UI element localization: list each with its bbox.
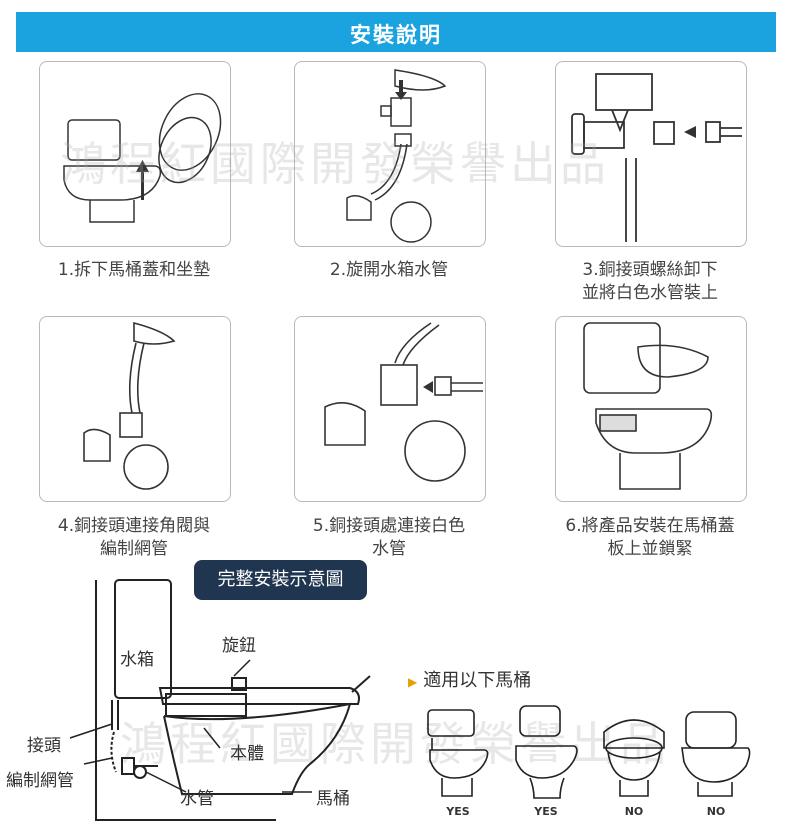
toilet-type-3-verdict: NO xyxy=(624,805,644,818)
angle-valve-illustration xyxy=(83,321,176,490)
toilet-type-2-icon xyxy=(515,705,578,799)
step-3-caption-line2: 並將白色水管裝上 xyxy=(582,283,718,303)
label-braided-hose: 編制網管 xyxy=(6,771,74,791)
watermark-bottom: 鴻程紅國際開發榮譽出品 xyxy=(120,717,670,771)
step-3-caption-line1: 3.銅接頭螺絲卸下 xyxy=(582,260,718,280)
copper-connector-illustration xyxy=(571,73,742,242)
step-6-caption-line1: 6.將產品安裝在馬桶蓋 xyxy=(565,516,735,536)
label-tank: 水箱 xyxy=(120,650,154,670)
page-title: 安裝說明 xyxy=(350,23,442,47)
step-6-caption-line2: 板上並鎖緊 xyxy=(607,539,693,559)
step-2-caption: 2.旋開水箱水管 xyxy=(274,259,504,282)
suitable-title: ▶ 適用以下馬桶 xyxy=(408,666,531,692)
white-pipe-connection-illustration xyxy=(324,322,483,482)
toilet-type-4-icon xyxy=(681,711,751,797)
step-5-panel xyxy=(294,316,486,502)
step-2-caption-line1: 2.旋開水箱水管 xyxy=(329,260,449,280)
watermark-top: 鴻程紅國際開發榮譽出品 xyxy=(60,137,610,191)
step-1-caption: 1.拆下馬桶蓋和坐墊 xyxy=(19,259,249,282)
step-4-caption-line2: 編制網管 xyxy=(100,539,168,559)
toilet-type-3-icon xyxy=(603,719,665,797)
step-5-caption: 5.銅接頭處連接白色 水管 xyxy=(274,515,504,561)
toilet-type-2-verdict: YES xyxy=(534,805,558,818)
step-3-panel xyxy=(555,61,747,247)
toilet-type-4-verdict: NO xyxy=(706,805,726,818)
label-connector: 接頭 xyxy=(27,736,61,756)
header-bar: 安裝說明 xyxy=(16,12,776,52)
step-6-panel xyxy=(555,316,747,502)
product-mounted-illustration xyxy=(583,322,713,490)
toilet-type-1-verdict: YES xyxy=(446,805,470,818)
toilet-lid-removal-illustration xyxy=(63,93,222,223)
full-installation-diagram xyxy=(69,579,371,821)
step-4-panel xyxy=(39,316,231,502)
label-toilet: 馬桶 xyxy=(316,789,350,809)
step-5-caption-line1: 5.銅接頭處連接白色 xyxy=(312,516,466,536)
step-4-caption-line1: 4.銅接頭連接角閥與 xyxy=(57,516,211,536)
step-6-caption: 6.將產品安裝在馬桶蓋 板上並鎖緊 xyxy=(535,515,765,561)
step-1-caption-line1: 1.拆下馬桶蓋和坐墊 xyxy=(57,260,211,280)
toilet-type-1-icon xyxy=(427,709,489,797)
suitable-title-text: 適用以下馬桶 xyxy=(423,670,532,691)
bullet-arrow-icon: ▶ xyxy=(408,675,418,689)
label-knob: 旋鈕 xyxy=(222,636,256,656)
step-2-panel xyxy=(294,61,486,247)
tank-pipe-illustration xyxy=(346,69,447,243)
diagram-title-badge: 完整安裝示意圖 xyxy=(194,560,367,600)
step-3-caption: 3.銅接頭螺絲卸下 並將白色水管裝上 xyxy=(535,259,765,305)
label-body: 本體 xyxy=(230,744,264,764)
step-1-panel xyxy=(39,61,231,247)
step-4-caption: 4.銅接頭連接角閥與 編制網管 xyxy=(19,515,249,561)
step-5-caption-line2: 水管 xyxy=(372,539,406,559)
label-water-pipe: 水管 xyxy=(180,789,214,809)
